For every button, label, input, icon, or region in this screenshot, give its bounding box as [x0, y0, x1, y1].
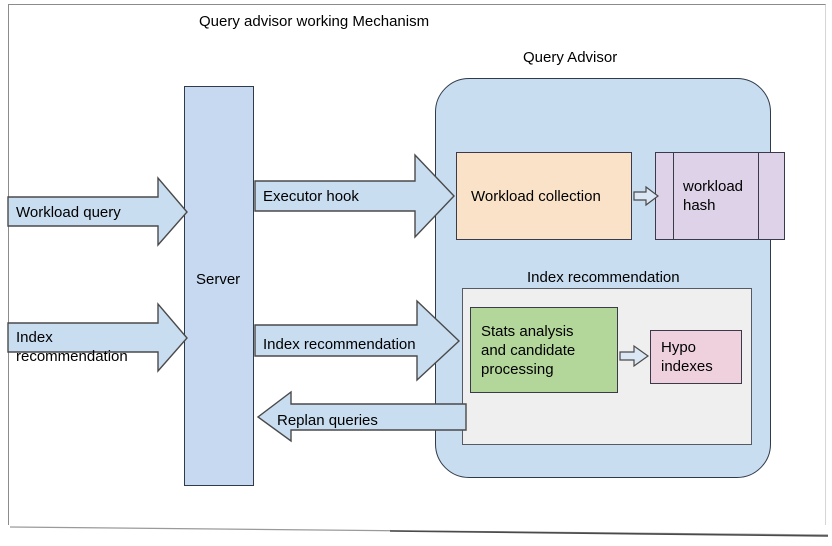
hypo-indexes-label: Hypo indexes: [661, 339, 713, 375]
stats-analysis-label: Stats analysis and candidate processing: [481, 322, 576, 378]
server-box-label: Server: [196, 271, 241, 288]
workload-hash-divider-left: [673, 152, 674, 240]
page-frame-bottom-edge: [10, 524, 828, 538]
workload-hash-label: workload hash: [683, 178, 744, 214]
page-frame: [8, 4, 826, 525]
advisor-container-title: Query Advisor: [523, 49, 618, 66]
workload-hash-divider-right: [758, 152, 759, 240]
index-recommendation-title: Index recommendation: [527, 269, 680, 286]
index-recommendation-output-label: Index recommendation: [263, 336, 416, 353]
workload-query-label: Workload query: [16, 204, 121, 221]
workload-collection-box[interactable]: Workload collection: [456, 152, 632, 240]
server-box[interactable]: [184, 86, 254, 486]
workload-hash-box[interactable]: workload hash: [655, 152, 785, 240]
workload-collection-label: Workload collection: [471, 187, 601, 205]
hypo-indexes-box[interactable]: Hypo indexes: [650, 330, 742, 384]
replan-queries-label: Replan queries: [277, 412, 378, 429]
page-title: Query advisor working Mechanism: [199, 13, 430, 30]
index-recommendation-input-label: Index recommendation: [16, 329, 128, 365]
executor-hook-label: Executor hook: [263, 188, 359, 205]
stats-analysis-box[interactable]: Stats analysis and candidate processing: [470, 307, 618, 393]
